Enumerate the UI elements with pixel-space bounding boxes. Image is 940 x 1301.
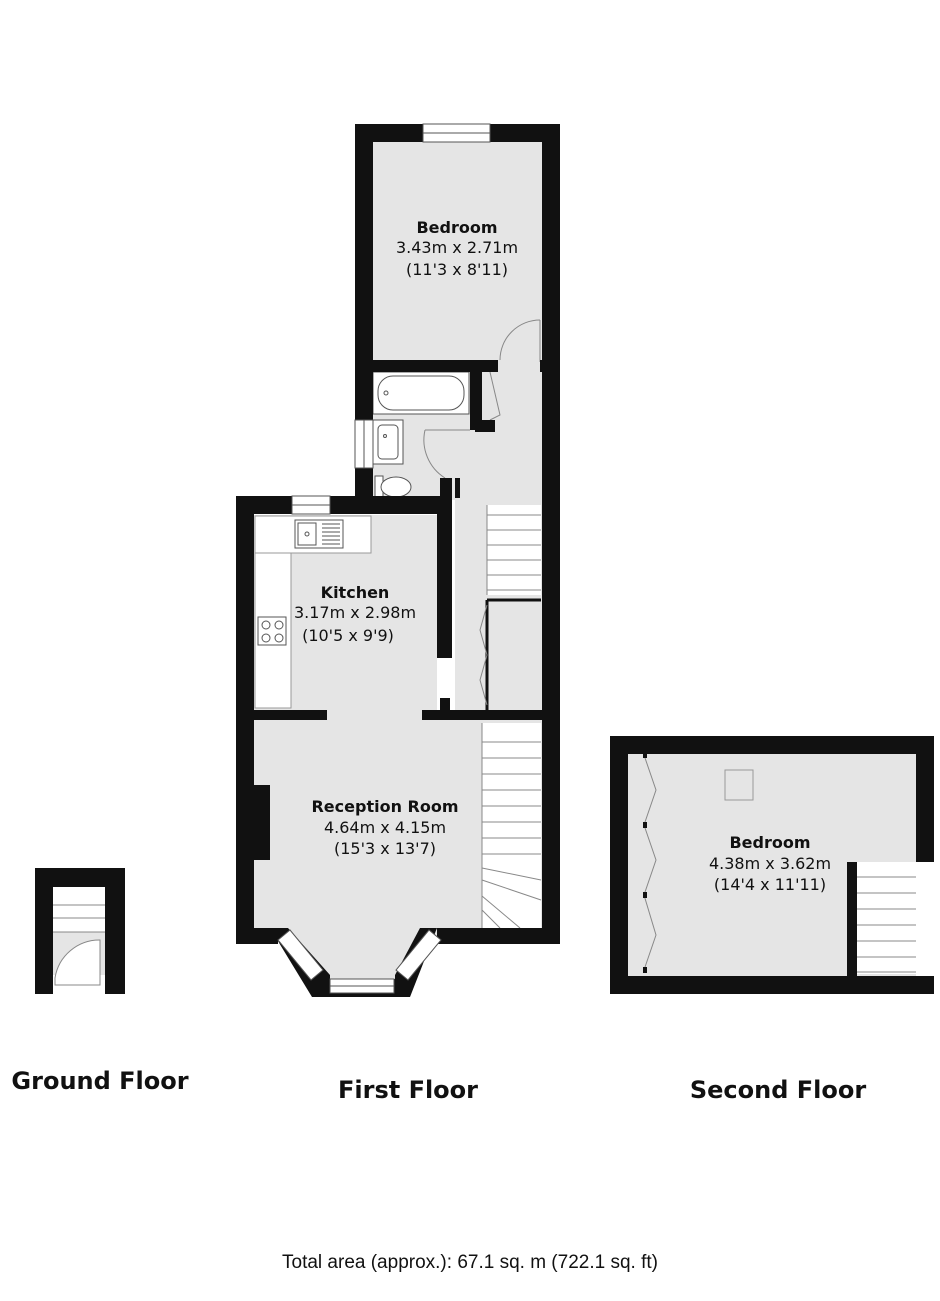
- first-bedroom-label: Bedroom 3.43m x 2.71m (11'3 x 8'11): [396, 218, 518, 279]
- room-imperial: (10'5 x 9'9): [302, 626, 394, 645]
- room-name: Reception Room: [311, 797, 458, 816]
- ground-floor-walls: [35, 868, 125, 994]
- cupboard-door: [479, 604, 488, 706]
- kitchen-sink-icon: [294, 519, 344, 549]
- room-name: Bedroom: [729, 833, 810, 852]
- basin-icon: [372, 419, 404, 465]
- toilet-icon: [374, 475, 412, 499]
- ground-floor-door: [54, 939, 101, 986]
- skylight-icon: [724, 769, 754, 801]
- first-floor-plan: Bedroom 3.43m x 2.71m (11'3 x 8'11) Kitc…: [236, 123, 560, 997]
- room-metric: 4.38m x 3.62m: [709, 854, 831, 873]
- bath-icon: [372, 371, 470, 415]
- second-floor-stairs: [857, 862, 916, 974]
- reception-label: Reception Room 4.64m x 4.15m (15'3 x 13'…: [311, 797, 458, 858]
- total-area-text: Total area (approx.): 67.1 sq. m (722.1 …: [282, 1252, 658, 1273]
- kitchen-label: Kitchen 3.17m x 2.98m (10'5 x 9'9): [294, 583, 416, 645]
- room-metric: 4.64m x 4.15m: [324, 818, 446, 837]
- ground-floor-plan: [35, 868, 125, 994]
- stairs-upper: [486, 505, 541, 595]
- room-imperial: (14'4 x 11'11): [714, 875, 826, 894]
- second-floor-walls: [610, 736, 934, 994]
- room-name: Kitchen: [321, 583, 390, 602]
- room-metric: 3.17m x 2.98m: [294, 603, 416, 622]
- hob-icon: [257, 616, 287, 646]
- stairs-lower: [481, 723, 542, 929]
- first-floor-label: First Floor: [337, 1076, 479, 1104]
- room-name: Bedroom: [416, 218, 497, 237]
- door-swings: [423, 319, 541, 479]
- ground-floor-stairs: [53, 887, 105, 933]
- second-floor-label: Second Floor: [689, 1076, 867, 1104]
- room-metric: 3.43m x 2.71m: [396, 238, 518, 257]
- second-floor-plan: Bedroom 4.38m x 3.62m (14'4 x 11'11): [610, 736, 934, 994]
- ground-floor-label: Ground Floor: [11, 1067, 189, 1095]
- wardrobe-doors: [643, 754, 657, 971]
- room-imperial: (15'3 x 13'7): [334, 839, 436, 858]
- room-imperial: (11'3 x 8'11): [406, 260, 508, 279]
- kitchen-worktops: [254, 515, 372, 709]
- second-bedroom-label: Bedroom 4.38m x 3.62m (14'4 x 11'11): [709, 833, 831, 894]
- first-floor-windows: [277, 123, 491, 994]
